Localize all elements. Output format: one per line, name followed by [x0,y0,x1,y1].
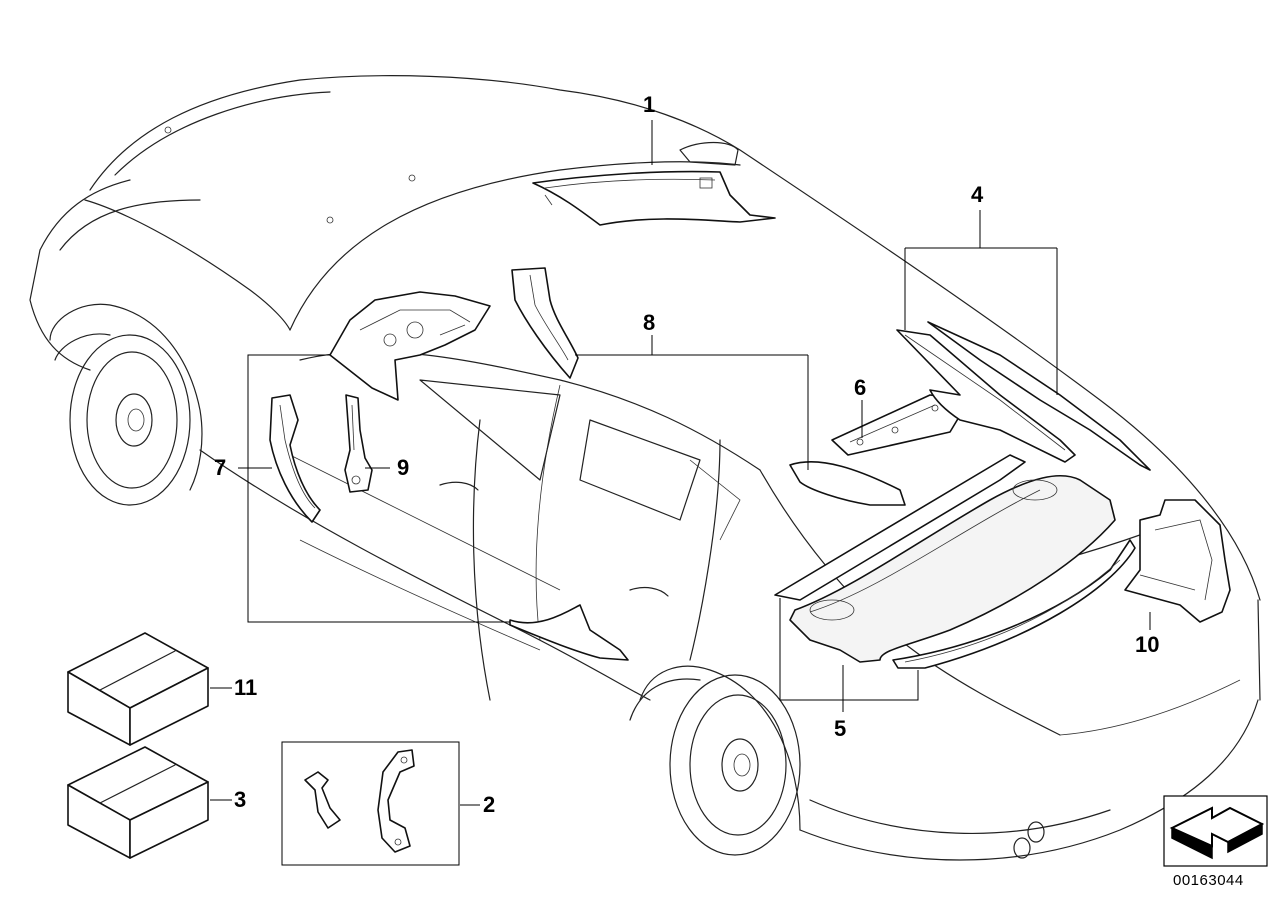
part-8-pillar-trim-upper [511,267,579,379]
part-4-trunk-trim-strips [896,321,1151,471]
diagram-id: 00163044 [1173,872,1244,889]
forward-arrow-icon [1163,795,1268,867]
part-11-box [67,632,209,746]
callout-8[interactable]: 8 [643,310,656,335]
callout-7[interactable]: 7 [214,455,227,480]
callout-10[interactable]: 10 [1135,632,1160,657]
part-5-parcel-shelf [774,454,1136,669]
callout-2[interactable]: 2 [483,792,496,817]
part-8-sill-trim-lower [509,604,629,661]
part-9-bracket [344,394,373,493]
part-3-box [67,746,209,859]
part-10-rear-corner-trim [1124,499,1231,623]
part-2-clips [281,741,460,866]
callout-9[interactable]: 9 [397,455,410,480]
callout-11[interactable]: 11 [234,675,258,700]
callout-1[interactable]: 1 [643,92,656,117]
callout-5[interactable]: 5 [834,716,847,741]
car-body-outline [29,75,1261,861]
callout-4[interactable]: 4 [971,182,984,207]
part-8-sill-trim-rear [789,461,906,506]
leader-lines [210,120,1151,806]
part-side-frame-assembly [329,291,491,401]
callout-6[interactable]: 6 [854,375,867,400]
callout-3[interactable]: 3 [234,787,247,812]
part-7-c-pillar-trim [269,394,321,523]
part-1-headliner-trim [532,170,776,226]
